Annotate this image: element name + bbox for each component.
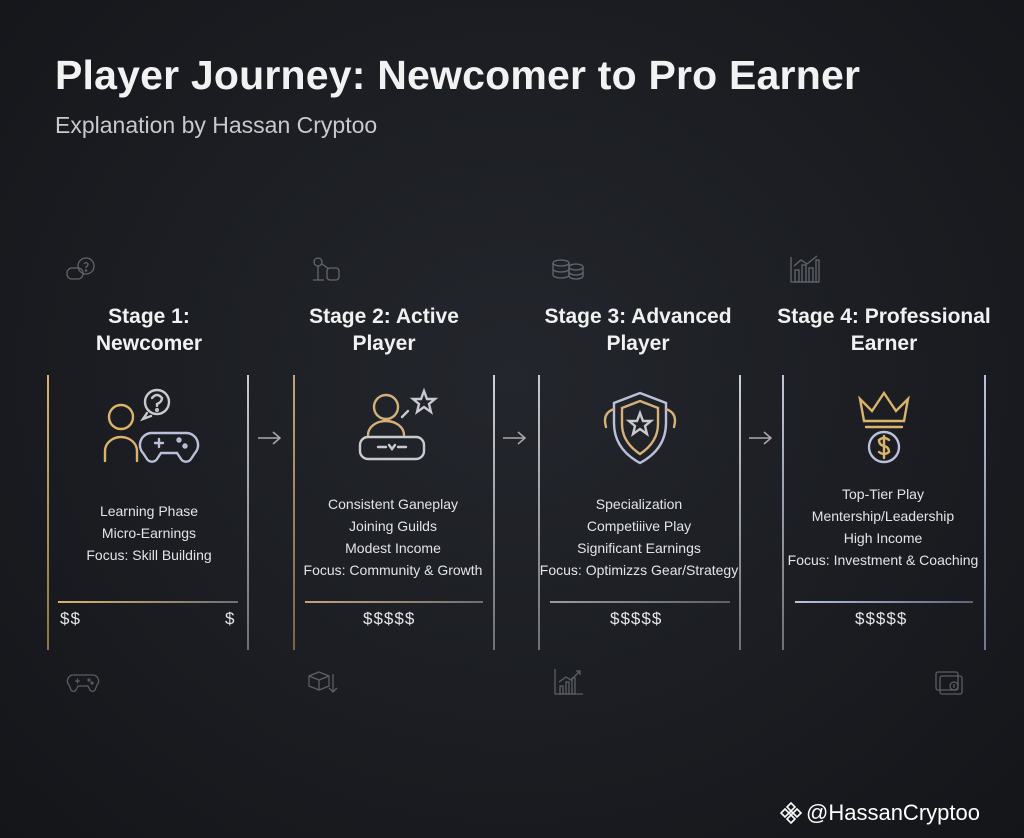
stage-1-item: Focus: Skill Building — [86, 547, 212, 563]
stage-2-item: Consistent Ganeplay — [328, 496, 458, 512]
controller-question-icon — [66, 257, 95, 280]
stage-4-item: Focus: Investment & Coaching — [787, 552, 979, 568]
stage-4-item: High Income — [843, 530, 923, 546]
coin-stack-icon — [552, 259, 584, 280]
gamepad-icon — [66, 674, 100, 692]
wallet-coin-icon — [935, 671, 963, 695]
stage-3-details: Specialization Competiiive Play Signific… — [534, 493, 744, 581]
arrow-right-icon — [503, 431, 527, 445]
shield-star-icon — [603, 391, 677, 465]
arrow-right-icon — [258, 431, 282, 445]
author-handle-text: @HassanCryptoo — [806, 800, 980, 825]
stage-4-earnings-bar — [795, 601, 973, 603]
stage-1-item: Micro-Earnings — [101, 525, 197, 541]
crown-dollar-icon — [858, 390, 910, 464]
stage-3-earnings-bar — [550, 601, 730, 603]
stage-3-right-border — [739, 375, 741, 650]
stage-2-item: Modest Income — [345, 540, 441, 556]
page-subtitle: Explanation by Hassan Cryptoo — [55, 112, 378, 138]
stage-2-right-border — [493, 375, 495, 650]
stage-2-left-border — [293, 375, 295, 650]
stage-4-right-border — [984, 375, 986, 650]
page-title: Player Journey: Newcomer to Pro Earner — [55, 52, 861, 98]
stage-1-details: Learning Phase Micro-Earnings Focus: Ski… — [44, 500, 254, 566]
arrow-right-icon — [749, 431, 773, 445]
stage-2-earnings: $$$$$ — [363, 609, 416, 628]
bar-chart-icon — [790, 255, 820, 283]
stage-1-earnings-left: $$ — [60, 609, 81, 628]
stage-1-left-border — [47, 375, 49, 650]
stage-2-earnings-bar — [305, 601, 483, 603]
stage-2-item: Focus: Community & Growth — [303, 562, 483, 578]
stage-1-item: Learning Phase — [99, 503, 199, 519]
stage-1-title: Stage 1:Newcomer — [95, 305, 203, 355]
growth-chart-icon — [554, 669, 583, 695]
author-handle: @HassanCryptoo — [780, 800, 980, 826]
stage-3-item: Focus: Optimizzs Gear/Strategy — [539, 562, 739, 578]
network-gear-icon — [313, 257, 340, 281]
stage-3-left-border — [538, 375, 540, 650]
stage-3-item: Specialization — [595, 496, 683, 512]
stage-4-item: Top-Tier Play — [842, 486, 924, 502]
stage-4-details: Top-Tier Play Mentership/Leadership High… — [778, 483, 988, 571]
stage-3-item: Competiiive Play — [586, 518, 692, 534]
stage-3-earnings: $$$$$ — [610, 609, 663, 628]
binance-diamond-icon — [780, 802, 802, 824]
stage-3-item: Significant Earnings — [577, 540, 701, 556]
stage-2-details: Consistent Ganeplay Joining Guilds Modes… — [288, 493, 498, 581]
stage-4-item: Mentership/Leadership — [811, 508, 955, 524]
network-arrows-icon — [308, 671, 338, 693]
person-star-platform-icon — [358, 387, 439, 461]
stage-1-earnings-right: $ — [225, 609, 236, 628]
stage-1-right-border — [247, 375, 249, 650]
person-question-gamepad-icon — [103, 388, 200, 463]
stage-2-item: Joining Guilds — [349, 518, 437, 534]
stage-1-earnings-bar — [58, 601, 238, 603]
stage-4-left-border — [782, 375, 784, 650]
stage-4-earnings: $$$$$ — [855, 609, 908, 628]
